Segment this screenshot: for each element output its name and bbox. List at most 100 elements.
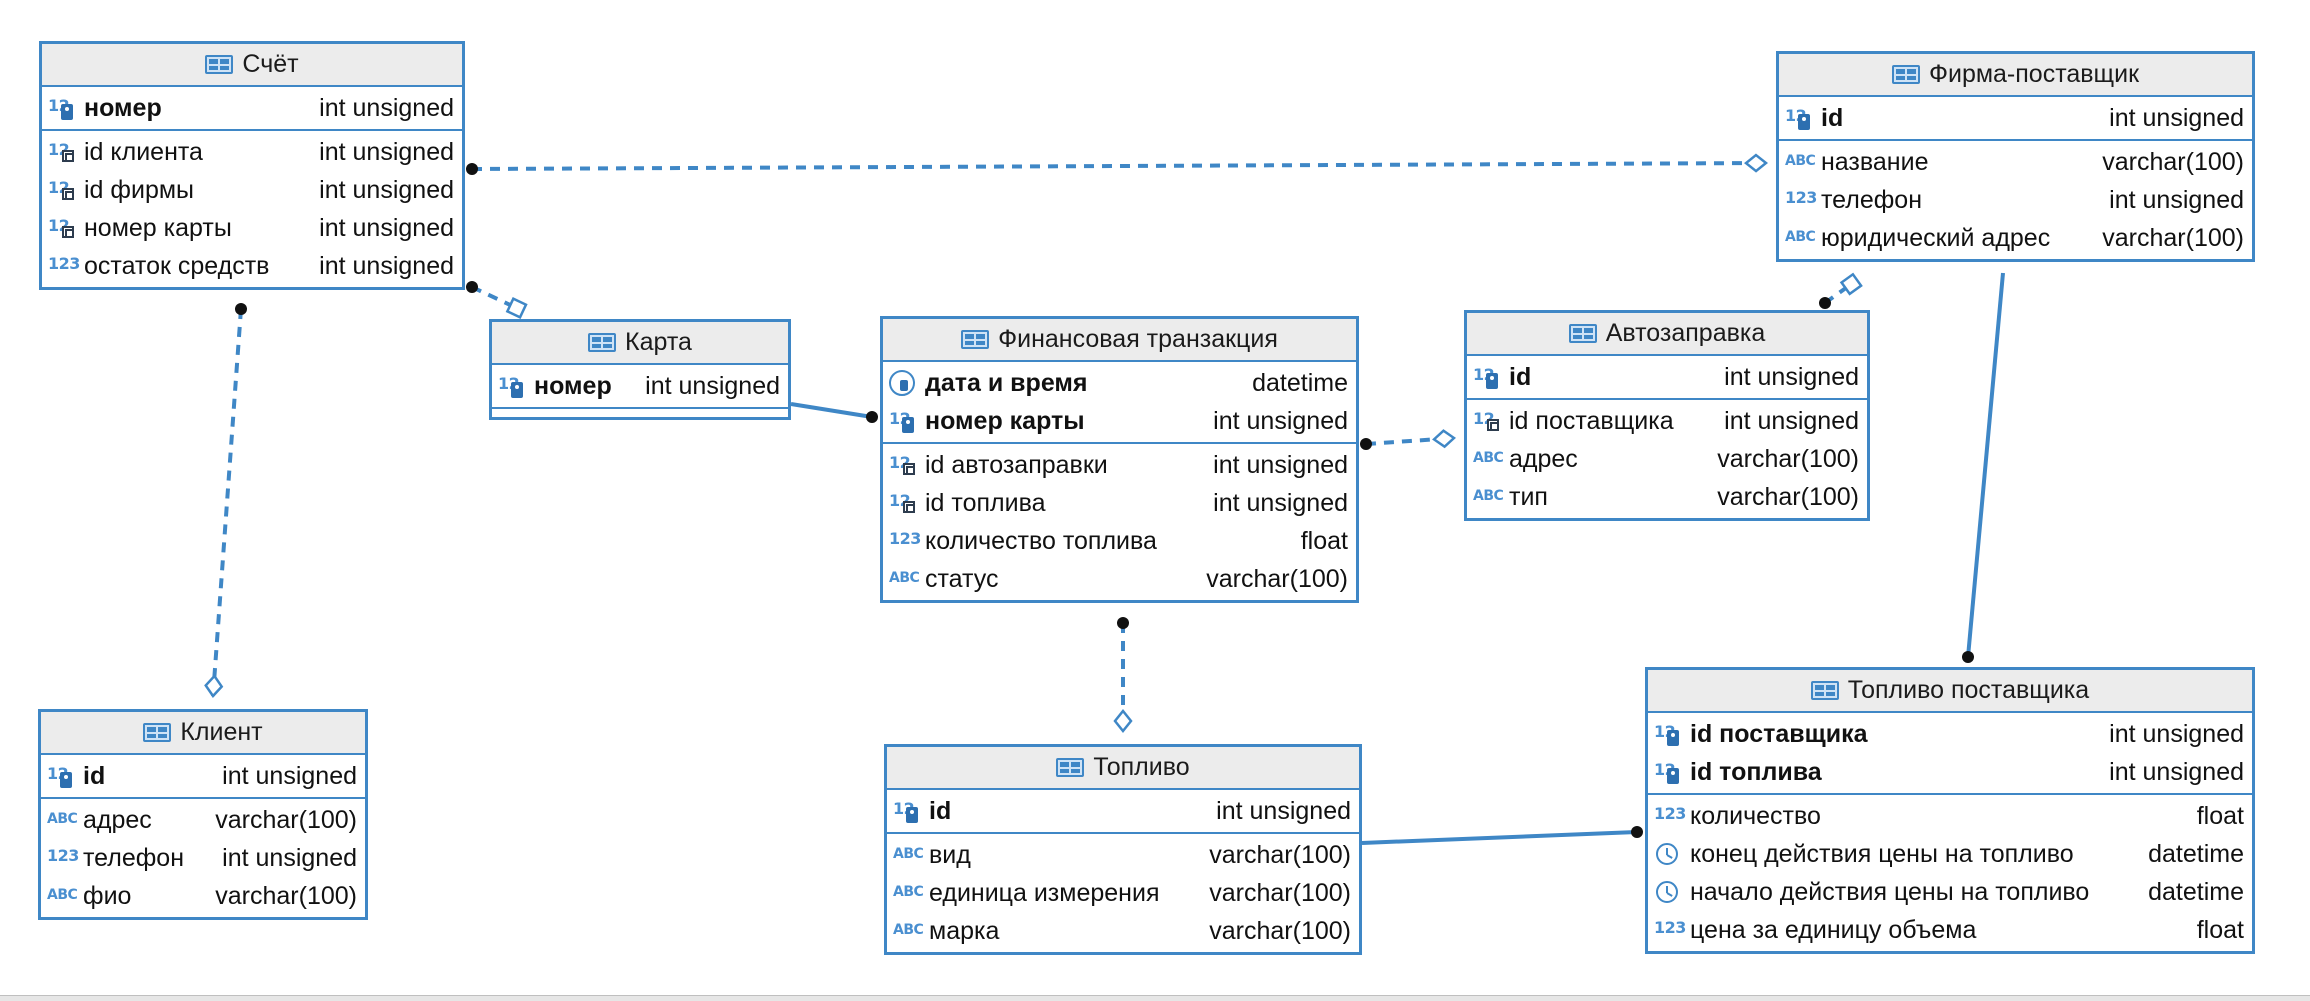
text-icon: ABC — [1473, 450, 1504, 466]
table-title: Карта — [625, 328, 692, 356]
table-firma-postavshchik[interactable]: Фирма-поставщик 12 id int unsigned ABC н… — [1776, 51, 2255, 262]
column-row[interactable]: 123 остаток средств int unsigned — [42, 247, 462, 285]
table-header[interactable]: Топливо — [887, 747, 1359, 790]
column-name: id автозаправки — [925, 450, 1108, 479]
table-header[interactable]: Фирма-поставщик — [1779, 54, 2252, 97]
text-icon: ABC — [1785, 153, 1816, 169]
table-header[interactable]: Автозаправка — [1467, 313, 1867, 356]
window-bottom-edge — [0, 995, 2310, 1001]
column-row[interactable]: ABC тип varchar(100) — [1467, 478, 1867, 516]
table-klient[interactable]: Клиент 12 id int unsigned ABC адрес varc… — [38, 709, 368, 920]
column-name: адрес — [1509, 444, 1578, 473]
number-icon: 123 — [47, 846, 79, 865]
column-row[interactable]: 12 id топлива int unsigned — [883, 484, 1356, 522]
number-foreign-key-icon: 12 — [48, 139, 84, 165]
column-row[interactable]: 12 id int unsigned — [41, 757, 365, 795]
column-name: адрес — [83, 805, 152, 834]
column-row[interactable]: 12 id int unsigned — [887, 792, 1359, 830]
table-toplivo[interactable]: Топливо 12 id int unsigned ABC вид varch… — [884, 744, 1362, 955]
column-row[interactable]: 12 id автозаправки int unsigned — [883, 446, 1356, 484]
column-type: int unsigned — [2109, 185, 2244, 214]
relationship-azs-firma[interactable] — [1823, 278, 1859, 305]
column-row[interactable]: 12 номер int unsigned — [492, 367, 788, 405]
column-type: int unsigned — [645, 371, 780, 400]
column-type: int unsigned — [222, 843, 357, 872]
relationship-schet-firma-diamond-end — [1743, 153, 1769, 173]
column-name: статус — [925, 564, 999, 593]
relationship-schet-klient-diamond-end — [204, 674, 224, 698]
column-row[interactable]: 12 id клиента int unsigned — [42, 133, 462, 171]
column-row[interactable]: ABC единица измерения varchar(100) — [887, 874, 1359, 912]
primary-key-section: 12 id поставщика int unsigned 12 id топл… — [1648, 713, 2252, 795]
column-row[interactable]: 12 id фирмы int unsigned — [42, 171, 462, 209]
relationship-toplivo-tp[interactable] — [1361, 830, 1638, 845]
number-icon: 123 — [1785, 188, 1817, 207]
relationship-schet-firma[interactable] — [471, 161, 1767, 171]
relationship-karta-fin[interactable] — [790, 402, 873, 419]
columns-section: ABC название varchar(100) 123 телефон in… — [1779, 141, 2252, 259]
column-type: varchar(100) — [1209, 840, 1351, 869]
column-row[interactable]: 12 id int unsigned — [1467, 358, 1867, 396]
column-row[interactable]: 12 номер карты int unsigned — [883, 402, 1356, 440]
column-row[interactable]: ABC марка varchar(100) — [887, 912, 1359, 950]
column-type: int unsigned — [319, 137, 454, 166]
column-row[interactable]: ABC название varchar(100) — [1779, 143, 2252, 181]
column-row[interactable]: 12 id топлива int unsigned — [1648, 753, 2252, 791]
column-row[interactable]: 12 id поставщика int unsigned — [1648, 715, 2252, 753]
column-name: id — [1821, 103, 1844, 132]
datetime-key-icon — [889, 370, 925, 396]
relationship-schet-karta[interactable] — [471, 285, 524, 313]
column-type: int unsigned — [1213, 406, 1348, 435]
column-type: varchar(100) — [2102, 223, 2244, 252]
columns-section — [492, 409, 788, 417]
column-row[interactable]: ABC юридический адрес varchar(100) — [1779, 219, 2252, 257]
column-row[interactable]: 12 номер int unsigned — [42, 89, 462, 127]
table-schet[interactable]: Счёт 12 номер int unsigned 12 id клиента… — [39, 41, 465, 290]
column-type: datetime — [1252, 368, 1348, 397]
column-row[interactable]: начало действия цены на топливо datetime — [1648, 873, 2252, 911]
column-row[interactable]: 123 телефон int unsigned — [1779, 181, 2252, 219]
table-karta[interactable]: Карта 12 номер int unsigned — [489, 319, 791, 420]
column-row[interactable]: 123 телефон int unsigned — [41, 839, 365, 877]
number-key-icon: 12 — [1785, 105, 1821, 131]
column-row[interactable]: дата и время datetime — [883, 364, 1356, 402]
table-header[interactable]: Карта — [492, 322, 788, 365]
table-title: Финансовая транзакция — [998, 325, 1278, 353]
relationship-fin-azs-dot-end — [1360, 438, 1372, 450]
table-header[interactable]: Топливо поставщика — [1648, 670, 2252, 713]
table-avtozapravka[interactable]: Автозаправка 12 id int unsigned 12 id по… — [1464, 310, 1870, 521]
table-toplivo-postavshchika[interactable]: Топливо поставщика 12 id поставщика int … — [1645, 667, 2255, 954]
column-row[interactable]: ABC адрес varchar(100) — [41, 801, 365, 839]
table-header[interactable]: Клиент — [41, 712, 365, 755]
text-icon: ABC — [893, 922, 924, 938]
column-row[interactable]: 123 количество float — [1648, 797, 2252, 835]
table-title: Счёт — [242, 50, 299, 78]
relationship-firma-tp[interactable] — [1966, 272, 2005, 658]
relationship-schet-karta-dot-end — [466, 281, 478, 293]
table-financial-transaction[interactable]: Финансовая транзакция дата и время datet… — [880, 316, 1359, 603]
column-row[interactable]: ABC статус varchar(100) — [883, 560, 1356, 598]
column-row[interactable]: 123 цена за единицу объема float — [1648, 911, 2252, 949]
column-row[interactable]: 12 id int unsigned — [1779, 99, 2252, 137]
number-key-icon: 12 — [893, 798, 929, 824]
column-row[interactable]: ABC фио varchar(100) — [41, 877, 365, 915]
number-key-icon: 12 — [889, 408, 925, 434]
number-foreign-key-icon: 12 — [48, 215, 84, 241]
column-row[interactable]: 123 количество топлива float — [883, 522, 1356, 560]
datetime-icon — [1654, 879, 1690, 905]
column-row[interactable]: 12 номер карты int unsigned — [42, 209, 462, 247]
number-key-icon: 12 — [47, 763, 83, 789]
columns-section: 12 id поставщика int unsigned ABC адрес … — [1467, 400, 1867, 518]
relationship-schet-klient[interactable] — [211, 308, 243, 697]
number-foreign-key-icon: 12 — [1473, 408, 1509, 434]
relationship-firma-tp-dot-end — [1962, 651, 1974, 663]
table-header[interactable]: Финансовая транзакция — [883, 319, 1356, 362]
column-type: datetime — [2148, 839, 2244, 868]
column-row[interactable]: 12 id поставщика int unsigned — [1467, 402, 1867, 440]
table-header[interactable]: Счёт — [42, 44, 462, 87]
column-row[interactable]: конец действия цены на топливо datetime — [1648, 835, 2252, 873]
column-row[interactable]: ABC адрес varchar(100) — [1467, 440, 1867, 478]
number-key-icon: 12 — [48, 95, 84, 121]
column-row[interactable]: ABC вид varchar(100) — [887, 836, 1359, 874]
text-icon: ABC — [1785, 229, 1816, 245]
